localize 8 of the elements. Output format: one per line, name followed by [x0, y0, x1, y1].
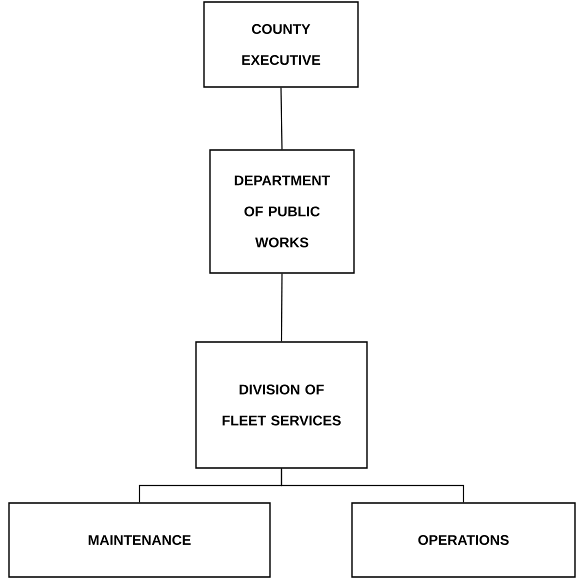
org-box: COUNTY EXECUTIVE: [203, 1, 359, 88]
org-box: OPERATIONS: [351, 502, 576, 578]
connector-line: [280, 468, 464, 502]
connector-line: [280, 274, 283, 342]
org-box: DEPARTMENT OF PUBLIC WORKS: [209, 149, 355, 274]
org-box: DIVISION OF FLEET SERVICES: [195, 341, 368, 469]
org-box: MAINTENANCE: [8, 502, 271, 578]
connector-line: [280, 88, 283, 150]
